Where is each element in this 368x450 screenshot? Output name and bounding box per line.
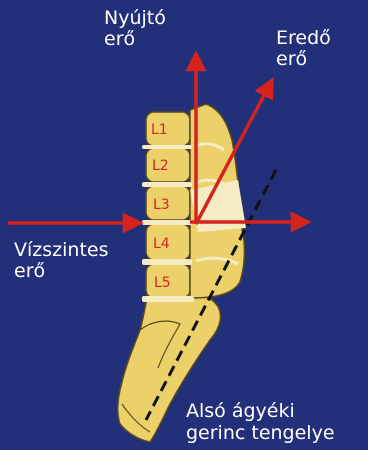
label-resultant-force-line2: erő <box>276 49 331 70</box>
label-horizontal-force-line1: Vízszintes <box>14 240 108 261</box>
label-spine-axis-line2: gerinc tengelye <box>186 422 335 444</box>
label-traction-force-line1: Nyújtó <box>104 8 166 29</box>
vertebra-label-l2: L2 <box>152 158 169 174</box>
label-traction-force-line2: erő <box>104 29 166 50</box>
vertebra-label-l4: L4 <box>153 236 170 252</box>
disc-l5-s1 <box>142 296 194 302</box>
label-horizontal-force: Vízszintes erő <box>14 240 108 282</box>
vertebra-label-l1: L1 <box>151 122 168 138</box>
disc-l1-l2 <box>142 145 192 149</box>
vertebra-label-l3: L3 <box>153 197 170 213</box>
disc-l4-l5 <box>142 259 192 265</box>
vertebra-label-l5: L5 <box>154 275 171 291</box>
label-spine-axis-line1: Alsó ágyéki <box>186 400 335 422</box>
label-resultant-force-line1: Eredő <box>276 28 331 49</box>
disc-l3-l4 <box>142 220 192 225</box>
label-traction-force: Nyújtó erő <box>104 8 166 50</box>
label-horizontal-force-line2: erő <box>14 261 108 282</box>
label-spine-axis: Alsó ágyéki gerinc tengelye <box>186 400 335 444</box>
label-resultant-force: Eredő erő <box>276 28 331 70</box>
disc-l2-l3 <box>142 182 192 187</box>
